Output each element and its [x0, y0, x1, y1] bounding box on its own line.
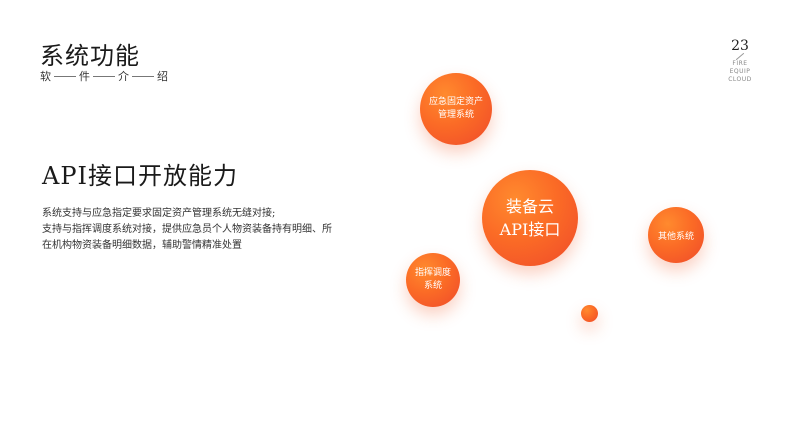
- description-line: 系统支持与应急指定要求固定资产管理系统无缝对接;: [42, 208, 276, 219]
- bubble-label: 装备云: [505, 197, 554, 216]
- bubble-label: 应急固定资产: [428, 97, 483, 107]
- decorative-dot: [581, 305, 598, 322]
- bubble-label: 系统: [423, 281, 442, 291]
- page-number: 23: [731, 38, 749, 54]
- bubble-label: API接口: [499, 220, 561, 239]
- bubble-label: 其他系统: [657, 231, 694, 242]
- subtitle-char: 绍: [157, 70, 168, 83]
- bubble-fixed-asset-system: 应急固定资产 管理系统: [420, 73, 492, 145]
- subtitle-char: 软: [40, 70, 51, 83]
- section-heading: API接口开放能力: [42, 162, 238, 190]
- bubble-command-dispatch-system: 指挥调度 系统: [406, 253, 460, 307]
- page-subtitle: 软 件 介 绍: [40, 68, 168, 84]
- brand-mark: FIRE EQUIP CLOUD: [722, 60, 758, 84]
- brand-line: EQUIP: [729, 68, 751, 75]
- brand-line: FIRE: [732, 60, 748, 67]
- subtitle-dash: [93, 75, 115, 77]
- section-description: 系统支持与应急指定要求固定资产管理系统无缝对接; 支持与指挥调度系统对接，提供应…: [42, 206, 342, 254]
- subtitle-dash: [132, 75, 154, 77]
- description-line: 在机构物资装备明细数据，辅助警情精准处置: [42, 240, 242, 251]
- subtitle-char: 件: [79, 70, 90, 83]
- bubble-label: 管理系统: [437, 110, 474, 120]
- subtitle-char: 介: [118, 70, 129, 83]
- bubble-other-systems: 其他系统: [648, 207, 704, 263]
- page-number-block: 23 FIRE EQUIP CLOUD: [722, 38, 758, 84]
- brand-line: CLOUD: [728, 76, 752, 83]
- subtitle-dash: [54, 75, 76, 77]
- description-line: 支持与指挥调度系统对接，提供应急员个人物资装备持有明细、所: [42, 224, 332, 235]
- page-title: 系统功能: [40, 42, 140, 70]
- bubble-equipment-cloud-api: 装备云 API接口: [482, 170, 578, 266]
- bubble-label: 指挥调度: [414, 268, 451, 278]
